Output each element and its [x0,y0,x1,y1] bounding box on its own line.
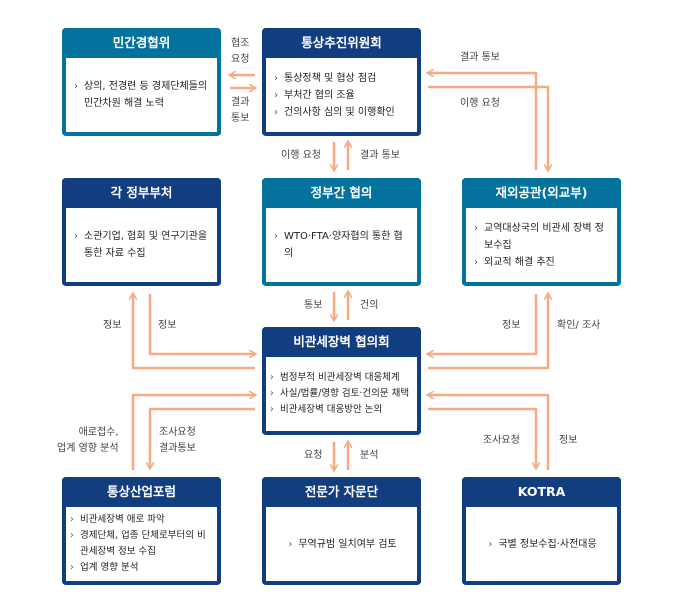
box-title: 비관세장벽 협의회 [262,327,421,357]
arrow-ministries-to-council [148,294,255,354]
label-coop-request: 협조 요청 [231,38,250,65]
box-title: 전문가 자문단 [262,477,421,507]
label-info: 정보 [559,435,578,446]
box-item: 교역대상국의 비관세 장벽 정보수집 [474,220,611,254]
arrow-council-to-kotra [428,407,536,468]
box-title: 재외공관(외교부) [462,178,621,208]
box-trade-forum: 통상산업포럼 비관세장벽 애로 파악 경제단체, 업종 단체로부터의 비관세장벽… [62,477,221,585]
box-item: 상의, 전경련 등 경제단체들의 민간차원 해결 노력 [74,78,211,112]
arrow-council-to-embassy [428,294,548,370]
arrow-council-to-ministries [133,294,255,370]
label-notice: 통보 [304,300,323,311]
label-confirm-survey: 확인/ 조사 [557,320,601,331]
arrow-council-to-forum [150,407,255,468]
box-item: 통상정책 및 협상 점검 [274,70,411,87]
label-analysis: 분석 [360,450,379,461]
box-intergov: 정부간 협의 WTO·FTA·양자협의 통한 협의 [262,178,421,286]
label-request: 요청 [304,450,323,461]
label-survey-request: 조사요청 [483,435,520,446]
box-experts: 전문가 자문단 무역규범 일치여부 검토 [262,477,421,585]
box-item: 국별 정보수집·사전대응 [488,536,596,553]
box-item: 비관세장벽 대응방안 논의 [270,402,415,418]
box-item: 부처간 협의 조율 [274,87,411,104]
arrow-embassy-to-council [428,294,538,354]
box-embassy: 재외공관(외교부) 교역대상국의 비관세 장벽 정보수집 외교적 해결 추진 [462,178,621,286]
box-title: 통상산업포럼 [62,477,221,507]
box-private-council: 민간경협위 상의, 전경련 등 경제단체들의 민간차원 해결 노력 [62,28,221,136]
label-impl-request: 이행 요청 [281,150,321,161]
box-kotra: KOTRA 국별 정보수집·사전대응 [462,477,621,585]
label-info: 정보 [158,320,177,331]
label-result-notice: 결과 통보 [360,150,400,161]
label-result-notice: 결과 통보 [460,52,500,63]
box-title: 각 정부부처 [62,178,221,208]
label-impl-request: 이행 요청 [460,98,500,109]
box-item: 업계 영향 분석 [70,560,211,576]
box-item: 경제단체, 업종 단체로부터의 비관세장벽 정보 수집 [70,528,211,560]
box-title: 정부간 협의 [262,178,421,208]
box-item: WTO·FTA·양자협의 통한 협의 [274,228,411,262]
label-result-notice: 결과 통보 [231,97,250,124]
box-title: KOTRA [462,477,621,507]
arrow-kotra-to-council [428,395,550,470]
arrow-embassy-to-committee [428,73,538,170]
box-item: 건의사항 심의 및 이행확인 [274,104,411,121]
box-item: 무역규범 일치여부 검토 [288,536,396,553]
box-title: 민간경협위 [62,28,221,58]
box-item: 사실/법률/영향 검토·건의문 채택 [270,386,415,402]
label-info: 정보 [103,320,122,331]
box-item: 소관기업, 협회 및 연구기관을 통한 자료 수집 [74,228,211,262]
box-trade-committee: 통상추진위원회 통상정책 및 협상 점검 부처간 협의 조율 건의사항 심의 및… [262,28,421,136]
label-proposal: 건의 [360,300,379,311]
arrow-forum-to-council [131,395,255,470]
label-info: 정보 [502,320,521,331]
box-item: 외교적 해결 추진 [474,254,611,271]
label-complaint: 애로접수, 업계 영향 분석 [57,427,119,454]
box-ministries: 각 정부부처 소관기업, 협회 및 연구기관을 통한 자료 수집 [62,178,221,286]
box-item: 범정부적 비관세장벽 대응체계 [270,370,415,386]
arrow-committee-to-embassy [428,85,548,170]
box-item: 비관세장벽 애로 파악 [70,512,211,528]
box-title: 통상추진위원회 [262,28,421,58]
box-ntb-council: 비관세장벽 협의회 범정부적 비관세장벽 대응체계 사실/법률/영향 검토·건의… [262,327,421,435]
label-survey-result: 조사요청 결과통보 [159,427,196,454]
